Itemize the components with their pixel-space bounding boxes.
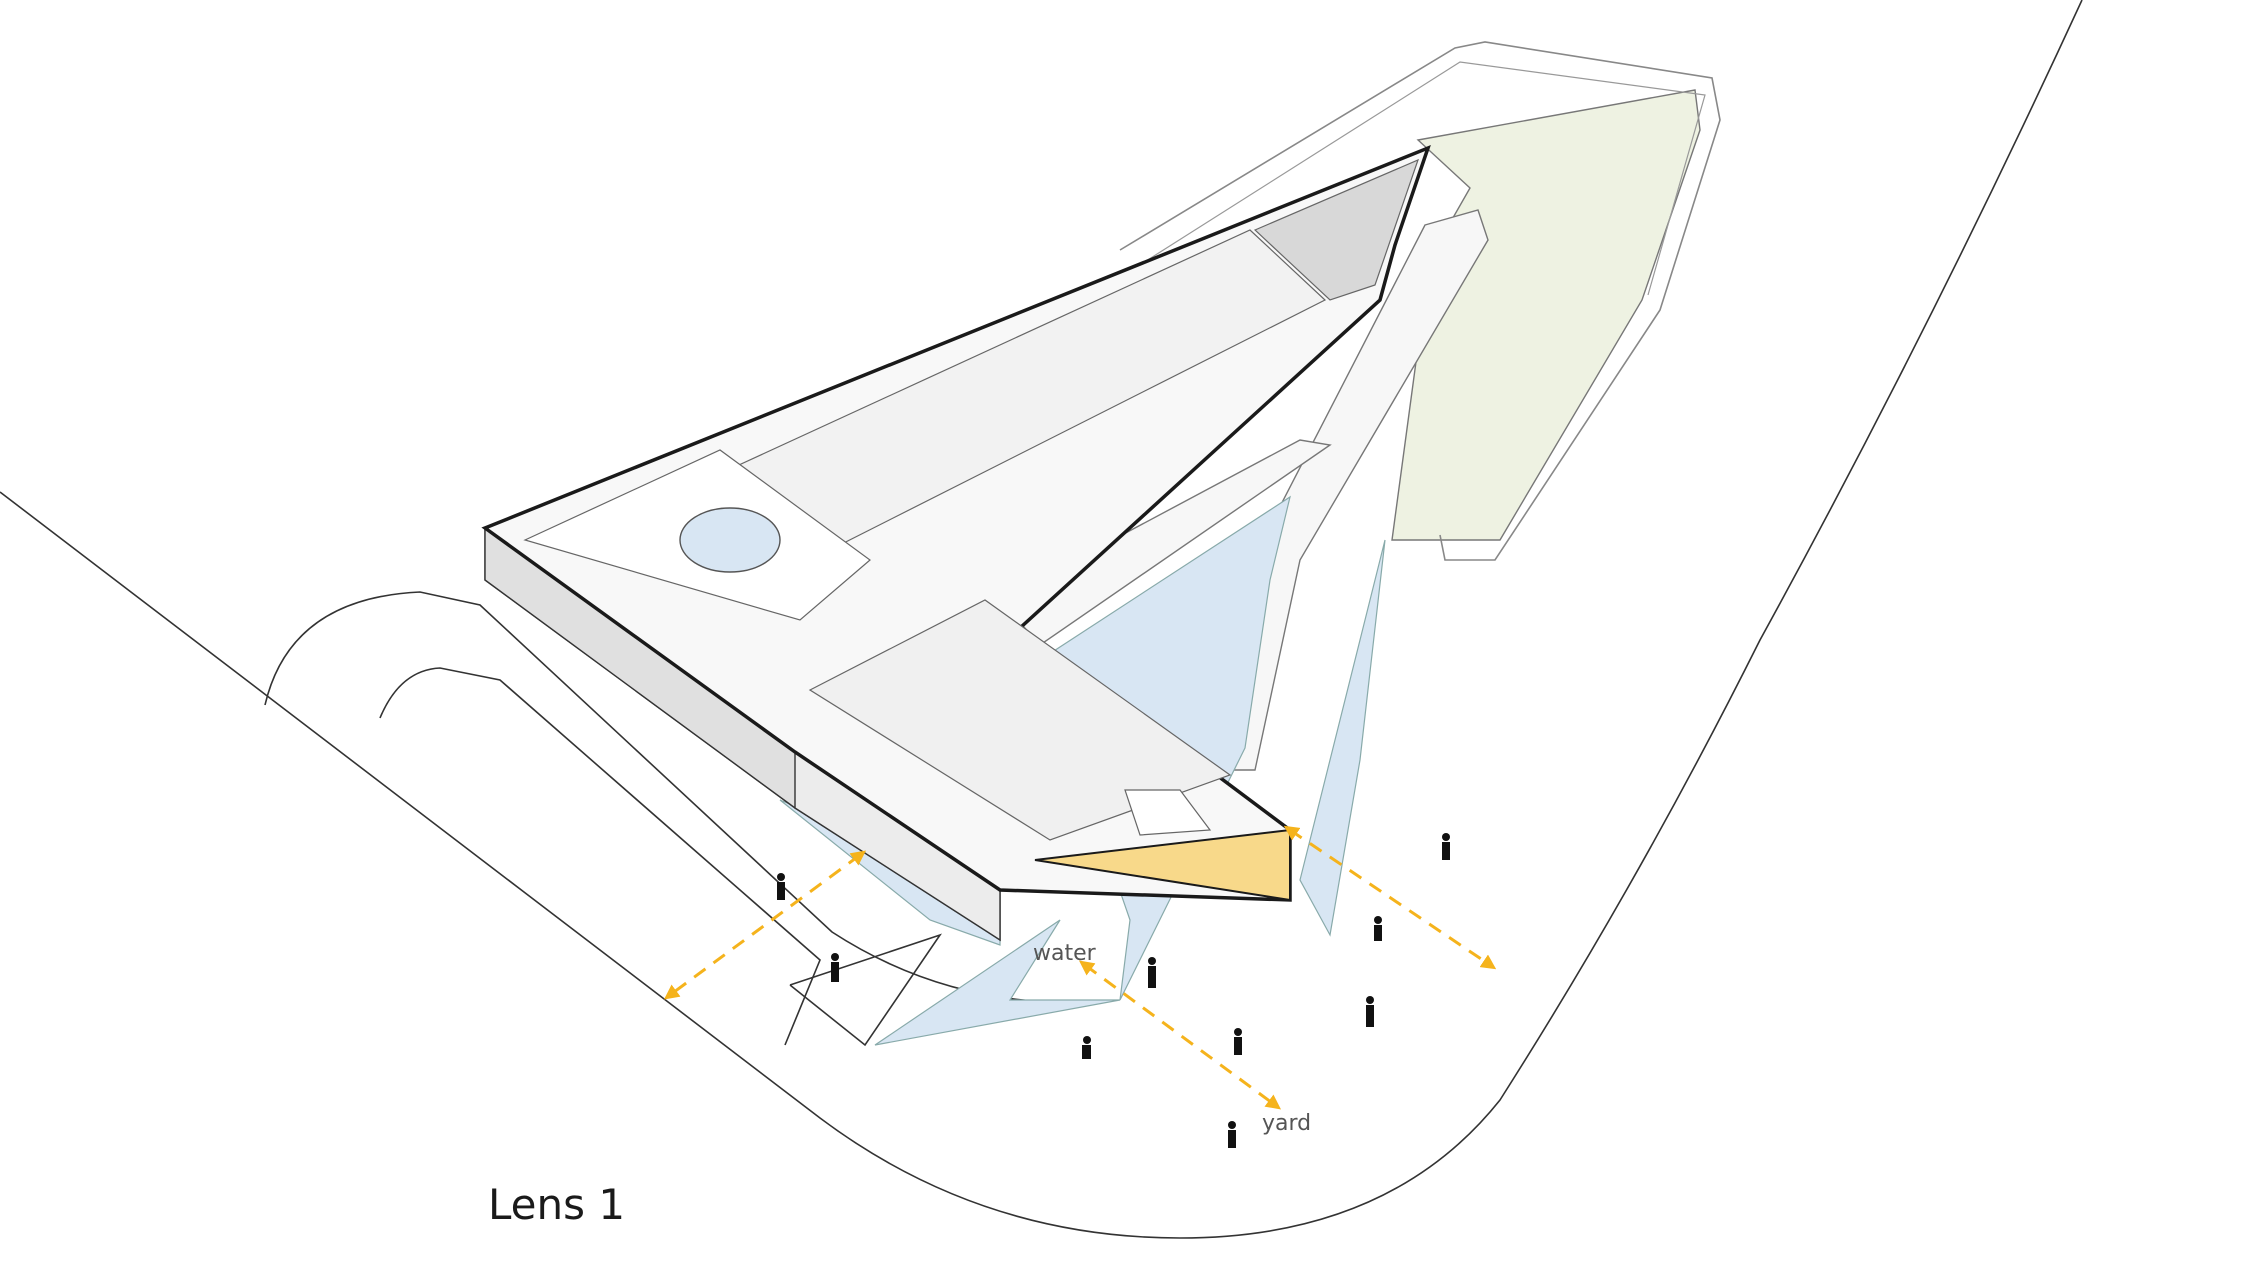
street-inner-loop [379, 667, 821, 1046]
person-figure [1082, 1036, 1091, 1059]
person-figure [1366, 996, 1374, 1027]
person-figure [831, 953, 839, 982]
person-figure [1442, 833, 1450, 860]
lawn-enclosure [1119, 41, 1721, 561]
roof-circular-opening [679, 507, 781, 573]
view-arrow-center [1078, 960, 1282, 1110]
person-figure [1148, 957, 1156, 988]
water-pool-right [1299, 539, 1386, 937]
water-pool-lower [874, 919, 1121, 1046]
label-yard: yard [1262, 1111, 1311, 1136]
roof-stepped-section [808, 599, 1232, 841]
diagram-caption: Lens 1 [488, 1180, 626, 1229]
person-figure [1374, 916, 1382, 941]
people [777, 833, 1450, 1148]
person-figure [1228, 1121, 1236, 1148]
lawn-area [1391, 89, 1701, 541]
view-arrow-right [1283, 825, 1497, 970]
roof-panel-grate [1253, 158, 1420, 301]
roof-skylight [1124, 789, 1212, 836]
enclosure-wall [1119, 41, 1721, 561]
building [481, 144, 1431, 942]
label-water: water [1033, 941, 1097, 966]
person-figure [1234, 1028, 1242, 1055]
enclosure-wall-inner [1134, 61, 1706, 296]
person-figure [777, 873, 785, 900]
street-edge-upper [0, 0, 2083, 1239]
view-arrows [663, 825, 1497, 1110]
view-arrow-left [663, 850, 867, 1000]
